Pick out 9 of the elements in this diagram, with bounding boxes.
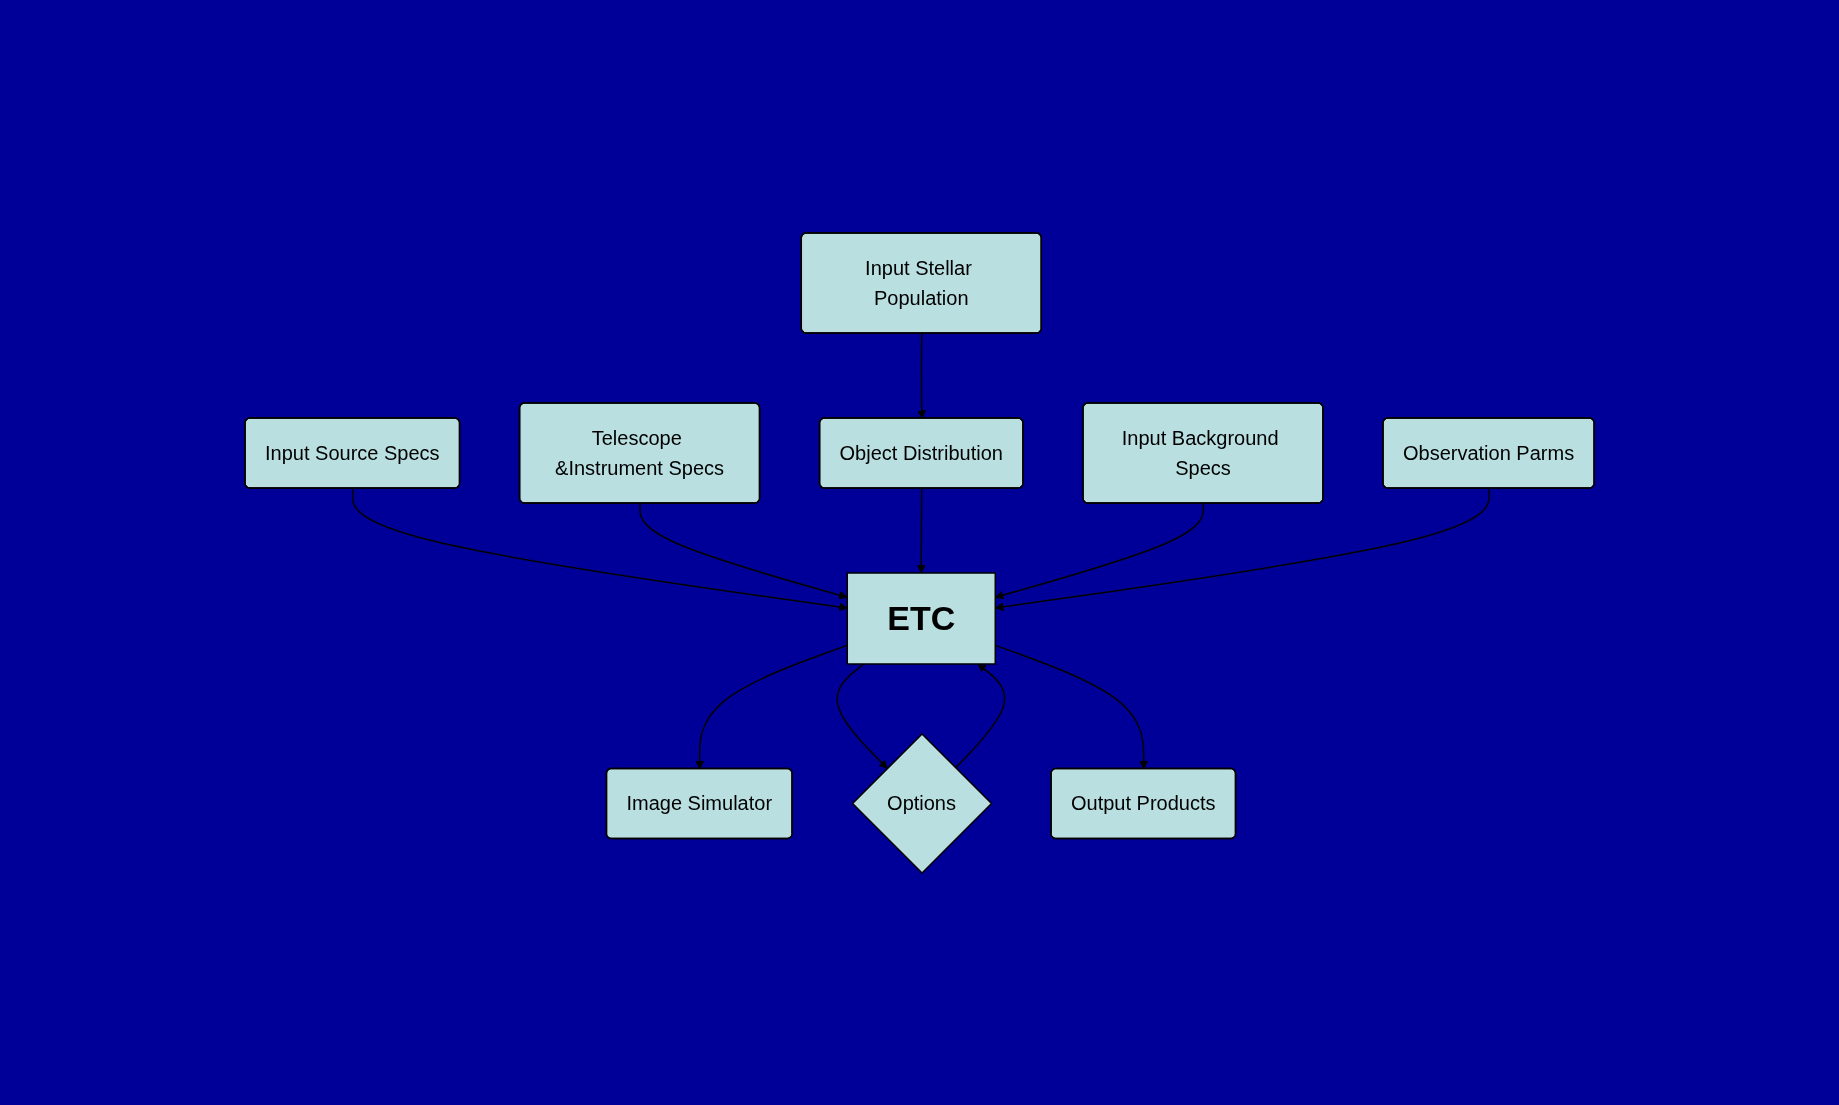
arrow bbox=[836, 662, 888, 769]
node-box: ETC bbox=[846, 571, 996, 665]
arrow bbox=[695, 644, 848, 769]
node-diamond: Options bbox=[851, 732, 993, 874]
arrow bbox=[916, 487, 926, 573]
arrow bbox=[639, 502, 848, 599]
arrow bbox=[954, 663, 1006, 769]
arrow bbox=[351, 487, 848, 611]
arrow bbox=[917, 332, 926, 419]
